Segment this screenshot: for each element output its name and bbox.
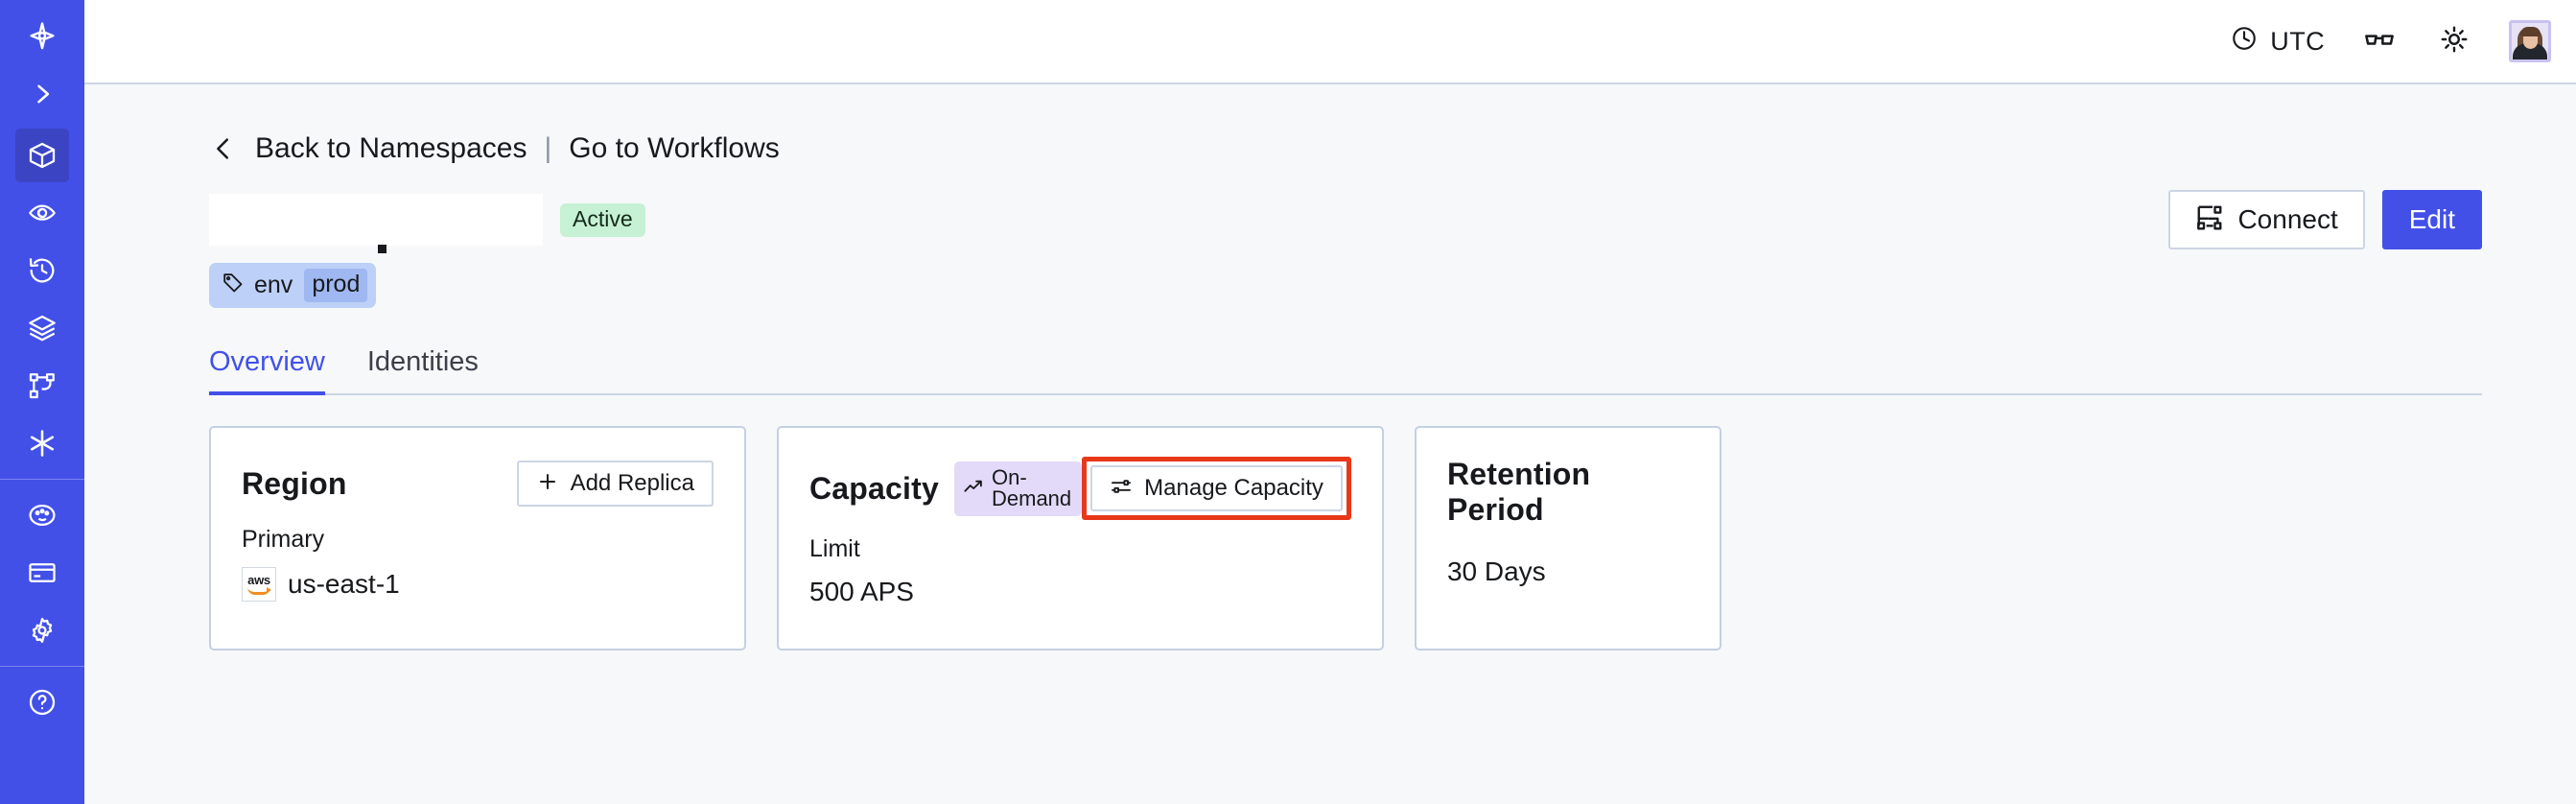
namespace-tag[interactable]: env prod bbox=[209, 263, 377, 308]
manage-capacity-button[interactable]: Manage Capacity bbox=[1090, 465, 1343, 511]
region-card-actions: Add Replica bbox=[516, 461, 714, 507]
sidebar-divider-1 bbox=[0, 479, 84, 480]
sidebar-item-nexus[interactable] bbox=[15, 416, 69, 470]
capacity-card-header: Capacity On-Demand bbox=[809, 457, 1351, 520]
region-primary-value: us-east-1 bbox=[288, 569, 400, 599]
top-bar: UTC bbox=[84, 0, 2576, 84]
page-title-mark bbox=[378, 245, 386, 253]
breadcrumb-workflows-link[interactable]: Go to Workflows bbox=[569, 132, 780, 164]
edit-button-label: Edit bbox=[2408, 204, 2455, 234]
sidebar-item-observability[interactable] bbox=[15, 186, 69, 240]
tag-value: prod bbox=[304, 269, 368, 302]
primary-sidebar bbox=[0, 0, 84, 804]
chevron-right-icon bbox=[29, 81, 56, 107]
tab-bar: Overview Identities bbox=[209, 346, 2482, 395]
page-content: Back to Namespaces | Go to Workflows Act… bbox=[84, 84, 2576, 804]
node-graph-icon bbox=[27, 370, 58, 401]
region-primary-value-row: aws us-east-1 bbox=[242, 567, 714, 602]
credit-card-icon bbox=[27, 557, 58, 588]
region-card-title: Region bbox=[242, 465, 347, 501]
connect-button-label: Connect bbox=[2237, 204, 2338, 234]
add-replica-label: Add Replica bbox=[570, 470, 694, 496]
sidebar-item-settings[interactable] bbox=[15, 603, 69, 657]
breadcrumb-separator: | bbox=[544, 132, 552, 164]
retention-value: 30 Days bbox=[1446, 556, 1546, 586]
capacity-mode-label: On-Demand bbox=[992, 464, 1072, 510]
sidebar-divider-2 bbox=[0, 666, 84, 667]
help-circle-icon bbox=[27, 687, 58, 718]
temporal-logo-icon bbox=[26, 20, 59, 53]
tag-icon bbox=[222, 272, 245, 299]
retention-card-title: Retention Period bbox=[1446, 457, 1591, 527]
sidebar-item-billing[interactable] bbox=[15, 546, 69, 600]
region-card: Region Add Replica bbox=[209, 426, 746, 650]
breadcrumb: Back to Namespaces | Go to Workflows bbox=[209, 132, 2482, 165]
accessibility-button[interactable] bbox=[2359, 21, 2400, 61]
layers-icon bbox=[27, 313, 58, 343]
avatar-hair-front bbox=[2520, 27, 2541, 36]
edit-button[interactable]: Edit bbox=[2381, 190, 2482, 249]
glasses-icon bbox=[2363, 23, 2396, 60]
clock-icon bbox=[2230, 24, 2259, 59]
capacity-card-title: Capacity bbox=[809, 470, 939, 506]
chevron-left-icon[interactable] bbox=[209, 134, 238, 163]
top-bar-actions: UTC bbox=[2230, 20, 2551, 62]
capacity-mode-badge: On-Demand bbox=[954, 461, 1083, 516]
page-header-actions: Connect Edit bbox=[2168, 190, 2482, 249]
sidebar-item-workflows[interactable] bbox=[15, 359, 69, 413]
main-column: UTC bbox=[84, 0, 2576, 804]
sidebar-item-schedules[interactable] bbox=[15, 244, 69, 297]
manage-capacity-label: Manage Capacity bbox=[1144, 475, 1323, 501]
region-primary-label: Primary bbox=[242, 526, 325, 553]
manage-capacity-highlight: Manage Capacity bbox=[1082, 457, 1351, 520]
avatar[interactable] bbox=[2509, 20, 2551, 62]
sidebar-item-help[interactable] bbox=[15, 675, 69, 729]
capacity-card-actions: Manage Capacity bbox=[1082, 457, 1351, 520]
connect-button[interactable]: Connect bbox=[2168, 190, 2365, 249]
sun-icon bbox=[2439, 24, 2470, 59]
sliders-icon bbox=[1110, 475, 1133, 503]
asterisk-icon bbox=[26, 427, 59, 460]
plus-icon bbox=[536, 470, 559, 498]
timezone-selector[interactable]: UTC bbox=[2230, 24, 2325, 59]
workflow-connect-icon bbox=[2195, 203, 2224, 237]
timezone-label: UTC bbox=[2270, 26, 2325, 56]
tab-overview[interactable]: Overview bbox=[209, 346, 346, 395]
breadcrumb-back-link[interactable]: Back to Namespaces bbox=[255, 132, 527, 164]
add-replica-button[interactable]: Add Replica bbox=[516, 461, 714, 507]
tag-key: env bbox=[254, 272, 293, 298]
theme-toggle-button[interactable] bbox=[2434, 21, 2474, 61]
eye-icon bbox=[27, 198, 58, 228]
sidebar-item-expand[interactable] bbox=[15, 67, 69, 121]
trending-up-icon bbox=[963, 476, 984, 501]
sidebar-item-stack[interactable] bbox=[15, 301, 69, 355]
page-title bbox=[209, 194, 543, 253]
sidebar-item-logo[interactable] bbox=[15, 10, 69, 63]
tab-identities[interactable]: Identities bbox=[366, 346, 479, 377]
capacity-limit-value: 500 APS bbox=[809, 577, 914, 606]
aws-logo-icon: aws bbox=[242, 567, 276, 602]
retention-card-header: Retention Period bbox=[1447, 457, 1689, 528]
sidebar-item-namespaces[interactable] bbox=[15, 129, 69, 182]
region-card-header: Region Add Replica bbox=[242, 457, 714, 510]
palette-icon bbox=[27, 500, 58, 531]
capacity-limit-label: Limit bbox=[809, 535, 860, 562]
cube-icon bbox=[27, 140, 58, 171]
avatar-body bbox=[2513, 43, 2547, 59]
tag-list: env prod bbox=[209, 263, 2482, 308]
sidebar-item-usage[interactable] bbox=[15, 488, 69, 542]
capacity-card: Capacity On-Demand bbox=[777, 426, 1384, 650]
retention-card: Retention Period 30 Days bbox=[1414, 426, 1721, 650]
status-badge: Active bbox=[560, 202, 645, 237]
history-clock-icon bbox=[27, 255, 58, 286]
gear-icon bbox=[27, 615, 58, 646]
page-header: Active bbox=[209, 190, 2482, 253]
overview-cards: Region Add Replica bbox=[209, 426, 2482, 650]
